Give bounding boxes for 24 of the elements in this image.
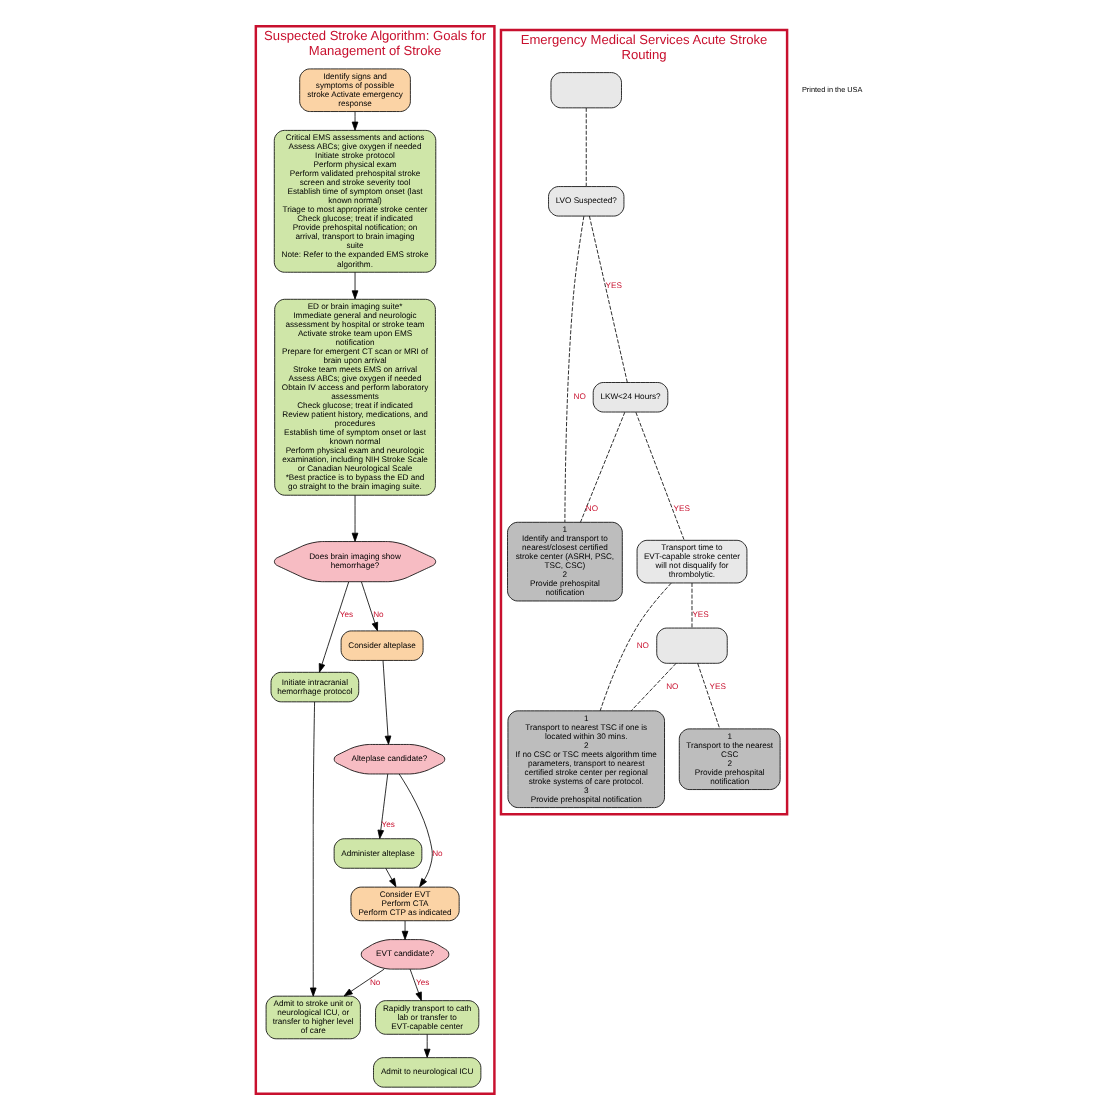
arrow [401, 920, 409, 940]
arrow [318, 581, 350, 673]
arrow [343, 968, 385, 997]
connector [635, 411, 685, 541]
arrow [385, 868, 397, 888]
arrow [377, 773, 389, 839]
arrow [351, 271, 359, 300]
arrow [382, 660, 392, 745]
node-box [550, 72, 622, 109]
arrow [309, 701, 317, 997]
connector [697, 663, 721, 730]
connector [630, 663, 677, 712]
connector [564, 215, 585, 523]
arrow [423, 1033, 431, 1058]
connector [580, 411, 626, 523]
arrow [351, 111, 359, 131]
arrow [398, 773, 433, 888]
connector [589, 215, 628, 383]
arrow [360, 581, 379, 632]
arrow [351, 494, 359, 542]
connector [585, 107, 587, 187]
node-box [656, 627, 728, 664]
arrow [409, 968, 422, 1001]
connector [599, 582, 672, 712]
